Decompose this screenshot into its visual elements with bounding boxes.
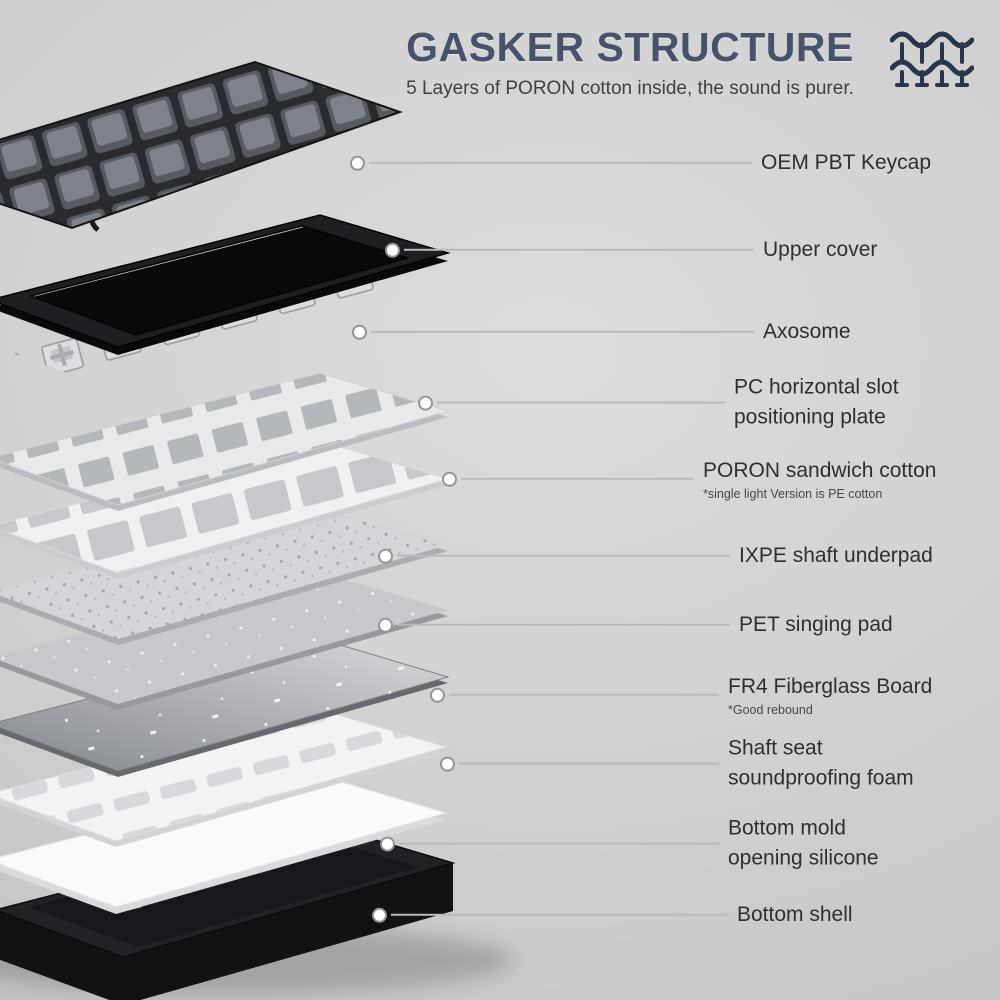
layer-note: *Good rebound [728, 703, 813, 718]
callout-dot [380, 836, 395, 852]
callout-dot [430, 687, 445, 703]
callout-line [399, 843, 719, 845]
callout-line [449, 694, 719, 696]
layer-label: Upper cover [763, 237, 878, 261]
callout-axosome: Axosome [352, 317, 851, 347]
layer-keycaps [0, 60, 404, 230]
callout-dot [378, 617, 393, 633]
layer-label: PET singing pad [739, 612, 893, 636]
layer-ixpe-underpad [0, 507, 448, 645]
callout-line [397, 624, 730, 626]
layer-label: FR4 Fiberglass Board [728, 674, 933, 698]
callout-line [391, 914, 728, 916]
layer-label: Bottom mold opening silicone [728, 816, 879, 870]
layer-pc-plate [0, 372, 450, 511]
callout-fr4-board: FR4 Fiberglass Board *Good rebound [430, 672, 932, 718]
layer-label: OEM PBT Keycap [761, 150, 932, 174]
callout-poron-cotton: PORON sandwich cotton *single light Vers… [442, 456, 936, 502]
layer-label: PORON sandwich cotton [703, 458, 937, 482]
page-title: GASKER STRUCTURE [406, 24, 854, 70]
callout-line [397, 555, 730, 557]
callout-dot [352, 324, 367, 340]
callout-silicone: Bottom mold opening silicone [380, 814, 903, 875]
callout-shaft-seat-foam: Shaft seat soundproofing foam [440, 734, 938, 795]
callout-ixpe-underpad: IXPE shaft underpad [378, 541, 933, 571]
gasket-icon [890, 31, 974, 87]
layer-note: *single light Version is PE cotton [703, 487, 883, 502]
layer-label: IXPE shaft underpad [739, 543, 933, 567]
header: GASKER STRUCTURE 5 Layers of PORON cotto… [390, 24, 870, 100]
callout-line [437, 402, 725, 404]
callout-dot [442, 471, 457, 487]
callout-line [369, 162, 752, 164]
callout-bottom-shell: Bottom shell [372, 900, 853, 930]
callout-line [461, 478, 694, 480]
callout-oem-pbt-keycap: OEM PBT Keycap [350, 148, 931, 178]
callout-line [404, 249, 754, 251]
callout-dot [378, 548, 393, 564]
layer-label: PC horizontal slot positioning plate [734, 375, 899, 429]
callout-pet-pad: PET singing pad [378, 610, 893, 640]
callout-dot [440, 756, 455, 772]
callout-dot [385, 242, 400, 258]
layer-upper-cover [0, 202, 451, 355]
callout-line [459, 763, 719, 765]
callout-dot [372, 907, 387, 923]
callout-dot [350, 155, 365, 171]
layer-pet-pad [0, 572, 448, 710]
layer-label: Shaft seat soundproofing foam [728, 736, 914, 790]
callout-pc-plate: PC horizontal slot positioning plate [418, 373, 939, 434]
layer-label: Axosome [763, 319, 851, 343]
page-subtitle: 5 Layers of PORON cotton inside, the sou… [406, 78, 854, 99]
callout-upper-cover: Upper cover [385, 235, 877, 265]
callout-dot [418, 395, 433, 411]
layer-bottom-shell [0, 824, 456, 1000]
layer-fr4-board [0, 638, 450, 777]
callout-line [371, 331, 754, 333]
layer-label: Bottom shell [737, 902, 853, 926]
